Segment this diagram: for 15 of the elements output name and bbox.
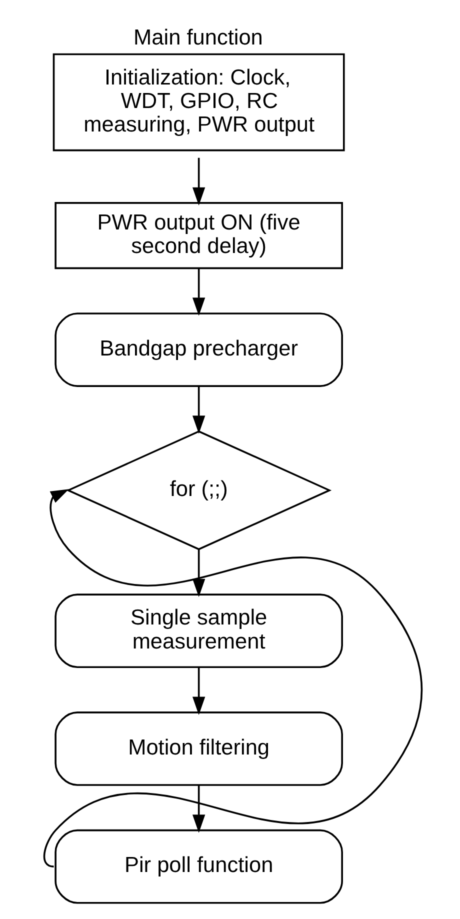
node-box: PWR output ON (five second delay): [54, 202, 342, 270]
node-box: Single sample measurement: [54, 594, 342, 668]
arrow: [192, 549, 205, 598]
node-box: Pir poll function: [54, 829, 342, 904]
arrow: [192, 668, 205, 715]
node-box: Initialization: Clock, WDT, GPIO, RC measuring, PWR output: [52, 53, 344, 152]
arrow: [192, 386, 205, 434]
arrow: [192, 785, 205, 833]
node-box: Bandgap precharger: [54, 312, 342, 387]
node-box: Motion filtering: [54, 712, 342, 786]
node-diamond: for (;;): [66, 430, 332, 550]
node-label: Main function: [133, 24, 262, 50]
arrow: [192, 158, 205, 206]
arrow: [192, 268, 205, 316]
arrow: [43, 489, 422, 868]
